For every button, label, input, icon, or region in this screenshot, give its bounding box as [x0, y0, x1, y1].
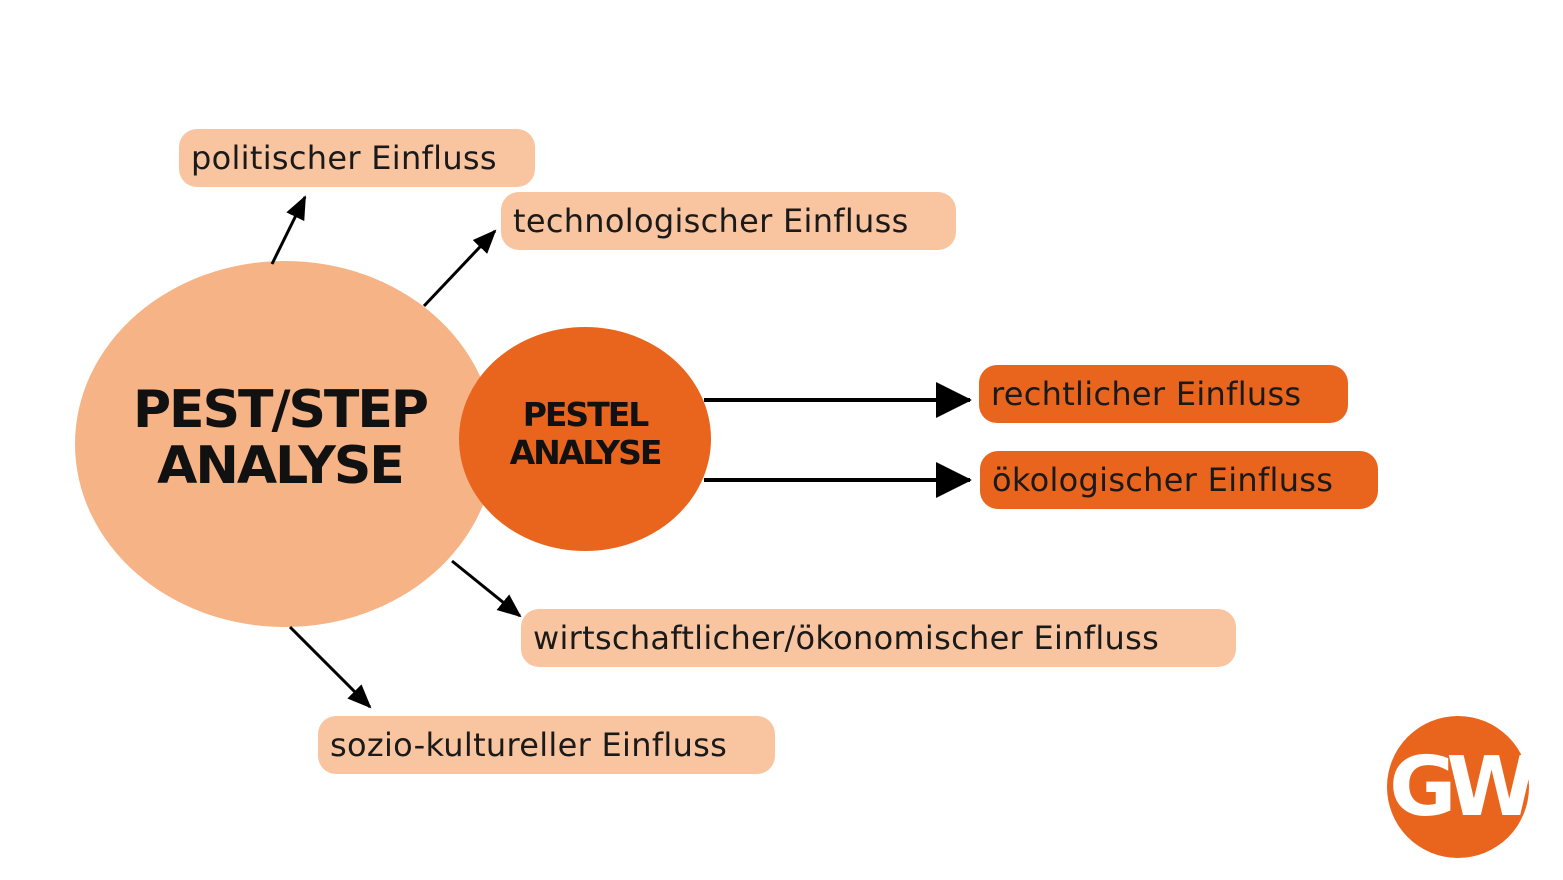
- arrow-wirtschaftlich: [451, 559, 522, 618]
- label-oekologisch: ökologischer Einfluss: [980, 451, 1378, 509]
- label-wirtschaftlich: wirtschaftlicher/ökonomischer Einfluss: [521, 609, 1236, 667]
- gw-logo-text: GW: [1389, 740, 1534, 835]
- label-sozio: sozio-kultureller Einfluss: [318, 716, 775, 774]
- arrow-politisch: [270, 195, 307, 265]
- label-technologisch: technologischer Einfluss: [501, 192, 956, 250]
- pestel-circle: [459, 327, 711, 551]
- pest-step-line2: ANALYSE: [157, 436, 405, 496]
- pestel-line2: ANALYSE: [509, 433, 663, 472]
- pest-step-title: PEST/STEP ANALYSE: [95, 382, 465, 494]
- arrow-technologisch: [422, 229, 497, 308]
- label-rechtlich: rechtlicher Einfluss: [979, 365, 1348, 423]
- pestel-title: PESTEL ANALYSE: [480, 396, 690, 472]
- arrow-sozio: [288, 625, 372, 709]
- gw-logo: GW: [1387, 716, 1544, 858]
- pestel-line1: PESTEL: [522, 395, 650, 434]
- pest-step-line1: PEST/STEP: [132, 380, 429, 440]
- label-politisch: politischer Einfluss: [179, 129, 535, 187]
- pest-step-circle: [75, 261, 495, 627]
